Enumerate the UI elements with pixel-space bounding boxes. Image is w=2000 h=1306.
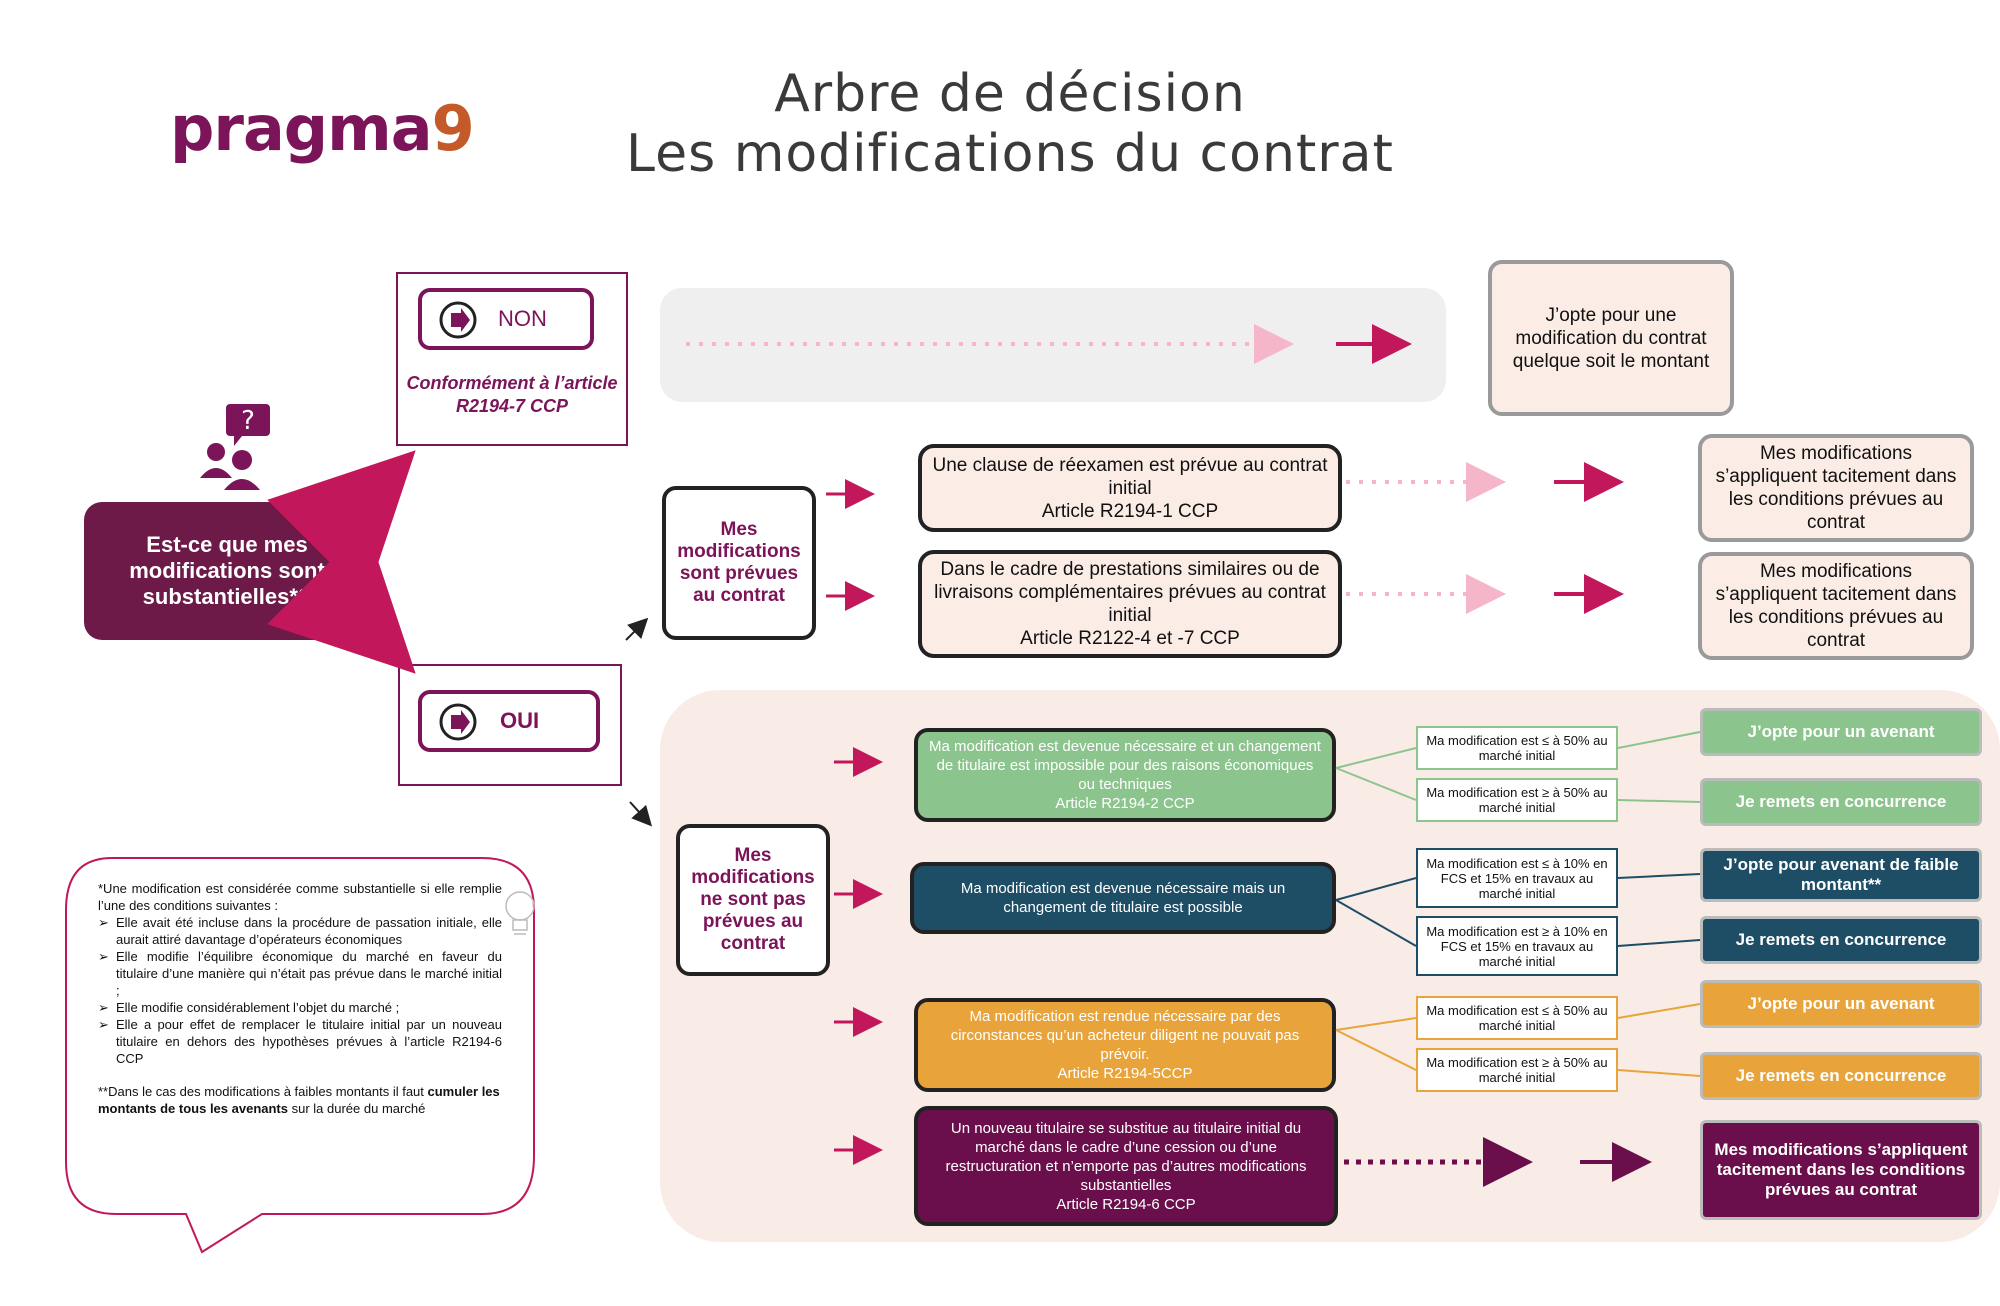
result-green-2: Je remets en concurrence [1700, 778, 1982, 826]
condition-navy-1: Ma modification est ≤ à 10% en FCS et 15… [1416, 848, 1618, 908]
oui-label: OUI [500, 708, 540, 733]
non-prevues-label: Mes modifications ne sont pas prévues au… [676, 824, 830, 976]
case-orange: Ma modification est rendue nécessaire pa… [914, 998, 1336, 1092]
arrow-circle-icon [438, 702, 478, 742]
result-orange-1: J’opte pour un avenant [1700, 980, 1982, 1028]
logo-text: pragma [170, 92, 433, 165]
footnote-intro: *Une modification est considérée comme s… [98, 881, 502, 913]
result-green-1: J’opte pour un avenant [1700, 708, 1982, 756]
case-navy: Ma modification est devenue nécessaire m… [910, 862, 1336, 934]
note2-after: sur la durée du marché [288, 1101, 426, 1116]
arrow-circle-icon [438, 300, 478, 340]
non-button[interactable]: NON [418, 288, 594, 350]
prevues-label: Mes modifications sont prévues au contra… [662, 486, 816, 640]
svg-text:?: ? [241, 406, 255, 436]
footnote-item: ➢ Elle avait été incluse dans la procédur… [98, 914, 502, 948]
result-orange-2: Je remets en concurrence [1700, 1052, 1982, 1100]
bullet-arrow-icon: ➢ [98, 949, 109, 964]
condition-navy-2: Ma modification est ≥ à 10% en FCS et 15… [1416, 916, 1618, 976]
footnote-item-text: Elle modifie l’équilibre économique du m… [116, 949, 502, 998]
condition-orange-1: Ma modification est ≤ à 50% au marché in… [1416, 996, 1618, 1040]
result-plum: Mes modifications s’appliquent tacitemen… [1700, 1120, 1982, 1220]
oui-button[interactable]: OUI [418, 690, 600, 752]
note2-before: **Dans le cas des modifications à faible… [98, 1084, 428, 1099]
non-caption: Conformément à l’article R2194-7 CCP [406, 373, 618, 416]
result-navy-2: Je remets en concurrence [1700, 916, 1982, 964]
note2-bold: cumuler les montants de tous les avenant… [98, 1084, 500, 1116]
prevues-result-1: Mes modifications s’appliquent tacitemen… [1698, 434, 1974, 542]
result-navy-1: J’opte pour avenant de faible montant** [1700, 848, 1982, 902]
footnote-item-text: Elle avait été incluse dans la procédure… [116, 915, 502, 947]
footnote-item: ➢ Elle a pour effet de remplacer le titul… [98, 1016, 502, 1067]
logo-digit: 9 [431, 92, 475, 165]
non-label: NON [498, 306, 547, 331]
prevues-case-1: Une clause de réexamen est prévue au con… [918, 444, 1342, 532]
non-result: J’opte pour une modification du contrat … [1488, 260, 1734, 416]
page-title-line1: Arbre de décision [774, 64, 1246, 124]
prevues-case-2: Dans le cadre de prestations similaires … [918, 550, 1342, 658]
question-people-icon: ? [196, 402, 276, 492]
footnote-item-text: Elle modifie considérablement l’objet du… [116, 1000, 400, 1015]
bullet-arrow-icon: ➢ [98, 1000, 109, 1015]
bullet-arrow-icon: ➢ [98, 1017, 109, 1032]
footnote-bubble [62, 856, 538, 1256]
lightbulb-icon [500, 884, 540, 944]
logo: pragma9 [170, 92, 475, 165]
bullet-arrow-icon: ➢ [98, 915, 109, 930]
arrow-to-non-prevues [629, 801, 653, 827]
arrow-to-non [267, 450, 416, 599]
arrow-to-oui [267, 525, 416, 674]
condition-green-2: Ma modification est ≥ à 50% au marché in… [1416, 778, 1618, 822]
footnote-item: ➢ Elle modifie considérablement l’objet d… [98, 999, 502, 1016]
prevues-result-2: Mes modifications s’appliquent tacitemen… [1698, 552, 1974, 660]
footnote-note2: **Dans le cas des modifications à faible… [98, 1083, 502, 1117]
condition-green-1: Ma modification est ≤ à 50% au marché in… [1416, 726, 1618, 770]
condition-orange-2: Ma modification est ≥ à 50% au marché in… [1416, 1048, 1618, 1092]
case-green: Ma modification est devenue nécessaire e… [914, 728, 1336, 822]
footnote-item: ➢ Elle modifie l’équilibre économique du … [98, 948, 502, 999]
page-title-line2: Les modifications du contrat [626, 124, 1394, 184]
case-plum: Un nouveau titulaire se substitue au tit… [914, 1106, 1338, 1226]
arrow-to-prevues [625, 617, 649, 641]
footnote-text: *Une modification est considérée comme s… [98, 880, 502, 1117]
footnote-item-text: Elle a pour effet de remplacer le titula… [116, 1017, 502, 1066]
